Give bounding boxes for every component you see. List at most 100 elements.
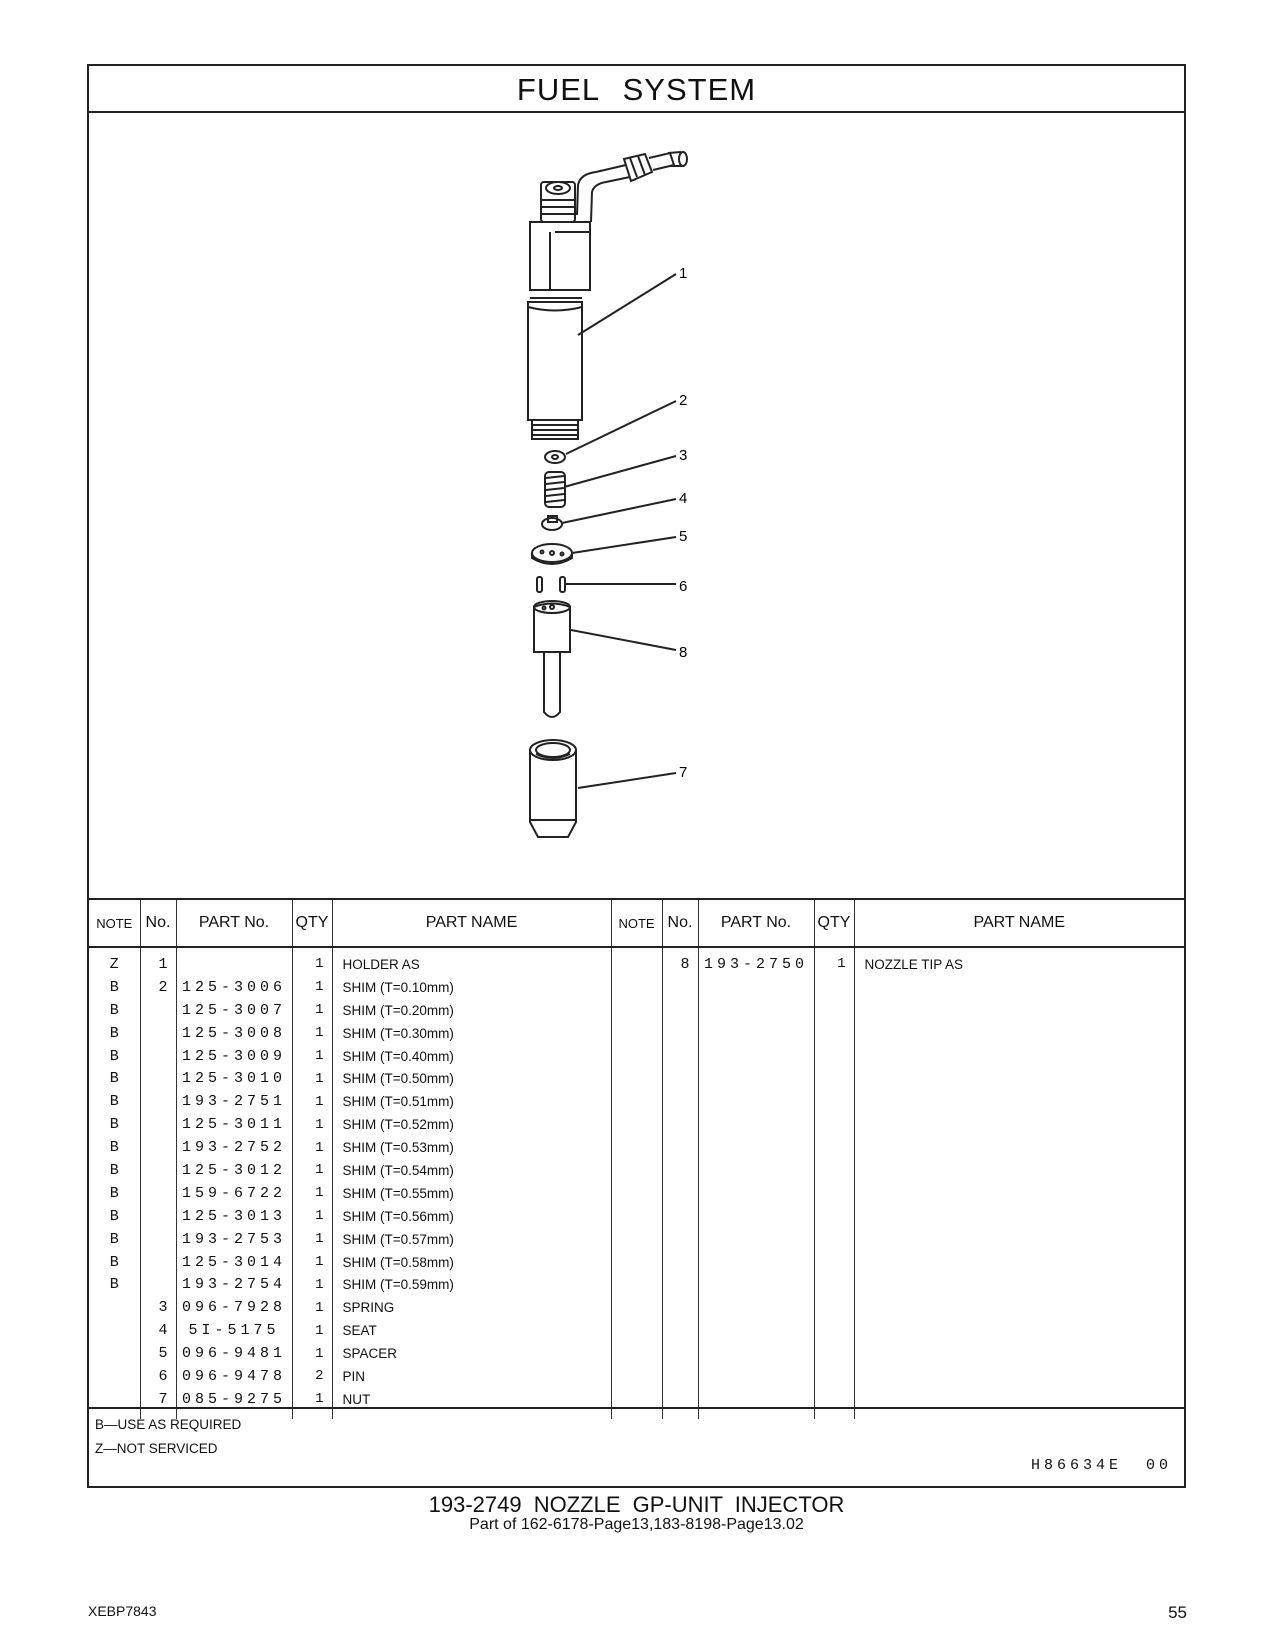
cell-qty: 1 [291, 1067, 332, 1091]
cell-no: 7 [139, 1387, 176, 1411]
notes-section: B—USE AS REQUIRED Z—NOT SERVICED H86634E… [89, 1407, 1184, 1488]
cell-part-no: 125-3010 [175, 1067, 292, 1091]
cell-no-2 [661, 975, 698, 999]
cell-part-no-2 [697, 998, 814, 1022]
cell-qty: 1 [291, 1136, 332, 1160]
cell-note-2 [610, 1342, 662, 1366]
cell-part-name: SHIM (T=0.30mm) [331, 1021, 611, 1045]
callout-6: 6 [679, 578, 687, 595]
cell-no-2 [661, 1296, 698, 1320]
cell-no: 2 [139, 975, 176, 999]
cell-note: B [109, 1047, 119, 1065]
cell-qty: 1 [291, 1113, 332, 1137]
cell-note-2 [610, 998, 662, 1022]
cell-part-no-2 [697, 1227, 814, 1251]
cell-part-name-2 [853, 998, 1184, 1022]
cell-note-2 [610, 1113, 662, 1137]
callout-7: 7 [679, 764, 687, 781]
cell-part-no: 193-2751 [175, 1090, 292, 1114]
cell-no-2 [661, 1044, 698, 1068]
cell-qty-2 [813, 1044, 854, 1068]
cell-part-no-2: 193-2750 [697, 953, 814, 976]
cell-no [139, 1021, 176, 1045]
cell-qty-2 [813, 1273, 854, 1297]
cell-part-no-2 [697, 1113, 814, 1137]
cell-part-no-2 [697, 1319, 814, 1343]
cell-note: B [109, 1024, 119, 1042]
cell-qty-2: 1 [813, 953, 854, 976]
col-part-name-2: PART NAME [853, 898, 1184, 948]
cell-qty-2 [813, 1365, 854, 1388]
cell-part-name: SHIM (T=0.52mm) [331, 1113, 611, 1137]
cell-part-no: 096-9478 [175, 1365, 292, 1388]
parts-page-frame: FUEL SYSTEM [87, 64, 1186, 1488]
col-part-no-2: PART No. [697, 898, 814, 948]
cell-no [139, 1204, 176, 1228]
cell-qty-2 [813, 1159, 854, 1182]
callout-1: 1 [679, 265, 687, 282]
cell-part-no: 125-3007 [175, 998, 292, 1022]
cell-qty: 1 [291, 1319, 332, 1343]
cell-note [89, 1319, 140, 1342]
exploded-diagram: 1 2 3 4 5 6 8 7 [89, 113, 1184, 898]
cell-qty-2 [813, 1319, 854, 1343]
cell-note-2 [610, 1044, 662, 1068]
cell-part-name-2 [853, 1387, 1184, 1411]
cell-note [89, 1365, 140, 1388]
cell-no-2 [661, 1067, 698, 1091]
note-b-legend: B—USE AS REQUIRED [95, 1417, 242, 1432]
cell-qty-2 [813, 1181, 854, 1205]
cell-qty-2 [813, 1136, 854, 1160]
cell-part-no-2 [697, 1273, 814, 1297]
cell-part-no-2 [697, 1181, 814, 1205]
cell-note: B [109, 1253, 119, 1271]
cell-qty: 1 [291, 1181, 332, 1205]
cell-no-2 [661, 1365, 698, 1388]
cell-qty: 2 [291, 1365, 332, 1388]
cell-part-no: 125-3008 [175, 1021, 292, 1045]
cell-qty: 1 [291, 1227, 332, 1251]
cell-note-2 [610, 975, 662, 999]
parts-table: NOTE No. PART No. QTY PART NAME NOTE No.… [89, 898, 1184, 1419]
cell-part-no: 096-9481 [175, 1342, 292, 1366]
cell-qty: 1 [291, 1021, 332, 1045]
cell-qty-2 [813, 1090, 854, 1114]
cell-part-name-2: NOZZLE TIP AS [853, 953, 1184, 976]
cell-note: Z [109, 955, 119, 973]
cell-note-2 [610, 1181, 662, 1205]
cell-no-2 [661, 1204, 698, 1228]
cell-note: B [109, 1139, 119, 1157]
parts-table-wrap: NOTE No. PART No. QTY PART NAME NOTE No.… [89, 898, 1184, 1419]
page-title: FUEL SYSTEM [89, 66, 1184, 113]
cell-qty-2 [813, 1204, 854, 1228]
cell-part-name-2 [853, 1319, 1184, 1343]
cell-note-2 [610, 1021, 662, 1045]
cell-note-2 [610, 1273, 662, 1297]
cell-qty: 1 [291, 1296, 332, 1320]
callout-5: 5 [679, 528, 687, 545]
callout-3: 3 [679, 447, 687, 464]
cell-note [89, 1296, 140, 1319]
cell-part-no-2 [697, 1021, 814, 1045]
cell-no [139, 1250, 176, 1274]
cell-part-name-2 [853, 1273, 1184, 1297]
cell-no [139, 1136, 176, 1160]
callout-2: 2 [679, 392, 687, 409]
cell-qty-2 [813, 1021, 854, 1045]
cell-qty: 1 [291, 975, 332, 999]
cell-no-2 [661, 1136, 698, 1160]
cell-part-no: 125-3006 [175, 975, 292, 999]
cell-part-name-2 [853, 1044, 1184, 1068]
